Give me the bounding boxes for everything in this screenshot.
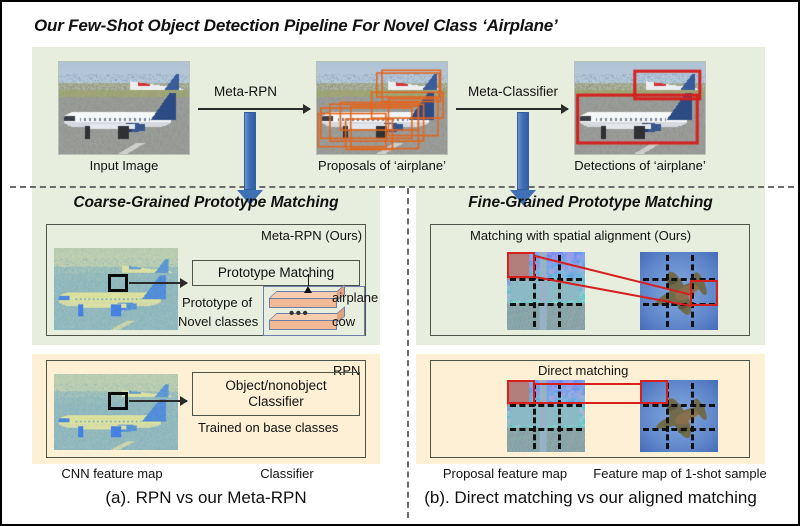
classifier-line1: Object/nonobject (225, 378, 327, 394)
box-rpn-baseline (46, 360, 366, 458)
label-meta-rpn-ours: Meta-RPN (Ours) (261, 228, 363, 243)
prototype-bar-cow (269, 306, 345, 330)
caption-input-image: Input Image (89, 158, 159, 173)
box-spatial-alignment-ours (430, 224, 750, 336)
photo-proposals (317, 62, 447, 154)
classifier-line2: Classifier (248, 394, 304, 409)
match-line-direct-top (535, 383, 642, 385)
caption-detections: Detections of ‘airplane’ (574, 158, 706, 173)
region-box-proposal-aligned (507, 252, 535, 278)
label-support-feature-map: Feature map of 1-shot sample (593, 466, 767, 481)
label-novel-classes: Novel classes (178, 314, 259, 329)
prototype-ellipsis: ••• (289, 305, 310, 322)
label-class-airplane: airplane (332, 290, 379, 305)
label-class-cow: cow (332, 314, 356, 329)
heading-coarse-grained: Coarse-Grained Prototype Matching (73, 194, 339, 211)
figure-title: Our Few-Shot Object Detection Pipeline F… (34, 16, 558, 35)
label-rpn: RPN (333, 363, 361, 378)
arrow-proposals-to-detections (456, 104, 569, 114)
region-box-proposal-direct (507, 380, 535, 404)
divider-vertical (407, 188, 409, 518)
label-cnn-feature-map: CNN feature map (61, 466, 163, 481)
box-direct-matching (430, 360, 750, 458)
label-direct-matching: Direct matching (538, 363, 629, 378)
match-line-direct-bottom (535, 402, 642, 404)
flow-label-meta-rpn: Meta-RPN (214, 84, 278, 99)
photo-detections (575, 62, 705, 154)
label-prototype-of: Prototype of (182, 295, 253, 310)
region-box-support-aligned (690, 280, 718, 306)
anchor-box-rpn-baseline (108, 392, 128, 410)
anchor-box-coarse-ours (108, 274, 128, 292)
subcaption-a: (a). RPN vs our Meta-RPN (105, 488, 307, 507)
label-trained-on-base-classes: Trained on base classes (198, 420, 339, 435)
divider-horizontal (10, 186, 794, 188)
box-prototype-matching: Prototype Matching (192, 260, 360, 286)
region-box-support-direct (640, 380, 668, 404)
heading-fine-grained: Fine-Grained Prototype Matching (468, 194, 713, 211)
box-meta-rpn-ours (46, 224, 366, 336)
feature-map-rpn-baseline (54, 374, 178, 450)
flow-label-meta-classifier: Meta-Classifier (468, 84, 559, 99)
label-classifier: Classifier (260, 466, 314, 481)
arrow-featuremap-to-classifier (129, 396, 188, 406)
arrow-featuremap-to-prototype-matching (129, 278, 188, 288)
subcaption-b: (b). Direct matching vs our aligned matc… (424, 488, 757, 507)
arrow-input-to-proposals (198, 104, 311, 114)
label-proposal-feature-map: Proposal feature map (442, 466, 568, 481)
photo-input-image (59, 62, 189, 154)
label-spatial-alignment-ours: Matching with spatial alignment (Ours) (470, 228, 692, 243)
box-object-nonobject-classifier: Object/nonobject Classifier (192, 372, 360, 416)
caption-proposals: Proposals of ‘airplane’ (318, 158, 446, 173)
prototype-bar-airplane (269, 284, 345, 308)
prototype-bank: ••• (263, 284, 365, 336)
